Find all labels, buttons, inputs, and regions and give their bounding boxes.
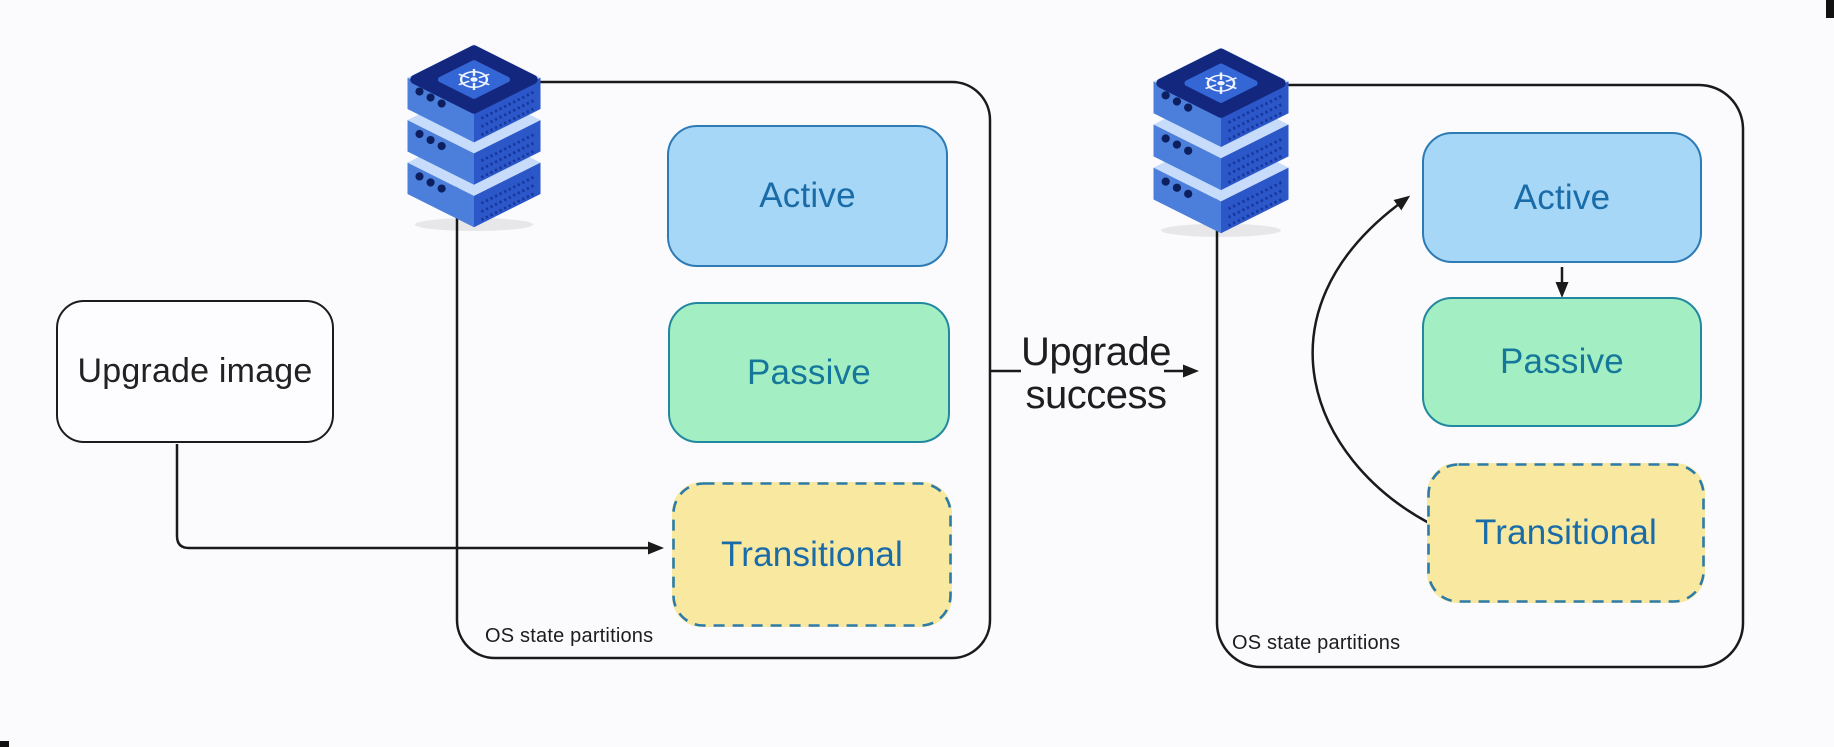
left-cluster-container <box>455 80 992 660</box>
left-partition-active: Active <box>667 125 948 267</box>
screen-artifact-bottom-left <box>0 741 9 747</box>
right-partition-active: Active <box>1422 132 1702 263</box>
arrow-transitional-to-active <box>1311 195 1430 525</box>
right-partition-transitional: Transitional <box>1427 463 1705 603</box>
right-partition-transitional-label: Transitional <box>1474 513 1657 552</box>
upgrade-success-line1: Upgrade <box>1021 330 1171 374</box>
kubernetes-server-icon <box>1146 40 1296 237</box>
arrow-upgrade-image-to-transitional <box>175 444 664 555</box>
left-partition-passive-label: Passive <box>747 352 871 392</box>
left-partition-transitional-label: Transitional <box>720 534 903 574</box>
screen-artifact-top-right <box>1826 0 1834 18</box>
left-partition-transitional: Transitional <box>672 482 952 627</box>
left-partition-passive: Passive <box>668 302 950 443</box>
left-cluster-caption: OS state partitions <box>485 625 654 647</box>
upgrade-image-node: Upgrade image <box>56 300 334 443</box>
right-cluster-caption: OS state partitions <box>1232 632 1401 654</box>
right-partition-active-label: Active <box>1513 177 1611 217</box>
right-partition-passive-label: Passive <box>1500 342 1624 381</box>
left-partition-active-label: Active <box>759 176 856 215</box>
kubernetes-server-icon <box>400 37 548 231</box>
right-cluster-container <box>1215 83 1745 669</box>
upgrade-success-label: Upgrade success <box>1008 331 1184 417</box>
upgrade-success-line2: success <box>1025 373 1168 417</box>
right-partition-passive: Passive <box>1422 297 1702 427</box>
upgrade-image-label: Upgrade image <box>77 352 313 390</box>
